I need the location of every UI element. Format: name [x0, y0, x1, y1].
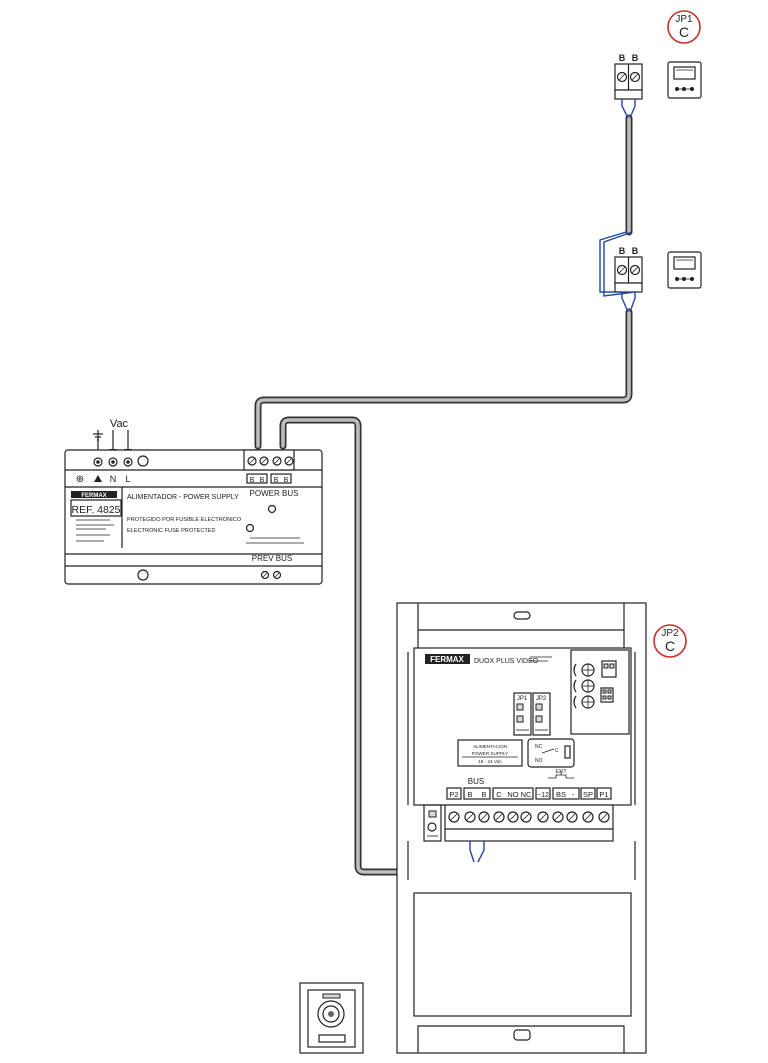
bus-terminal-label: B: [260, 477, 265, 484]
terminal-bs: BS: [556, 790, 566, 799]
terminal-p1: P1: [599, 790, 608, 799]
panel-brand: FERMAX: [430, 655, 464, 664]
jp1-value: C: [679, 24, 689, 40]
terminal-sp: SP: [583, 790, 593, 799]
terminal-l: L: [125, 474, 130, 484]
terminal-12: ~12: [537, 792, 549, 799]
terminal-screws: [448, 811, 610, 823]
fuse-icon: [94, 475, 102, 482]
bus-terminal-label: B: [284, 477, 289, 484]
terminal-labels: P2 B B C NO NC ~12 BS - SP P1: [446, 787, 612, 800]
supply-line: 18 - 24 Vdc: [478, 759, 502, 764]
monitor-terminal-block-second: B B: [599, 231, 643, 313]
bus-label: BUS: [468, 777, 484, 786]
panel-model: DUOX PLUS VIDEO: [474, 658, 539, 665]
ps-brand: FERMAX: [81, 493, 106, 499]
terminal-label: B: [619, 246, 626, 256]
jumper-label: JP1: [517, 696, 528, 702]
monitor-terminal-block-top: B B: [614, 53, 643, 119]
panel-brand-bar: [425, 654, 470, 664]
jp1-label: JP1: [675, 14, 693, 25]
ps-line2: ELECTRONIC FUSE PROTECTED: [127, 528, 216, 534]
bus-terminal-label: B: [250, 477, 255, 484]
terminal-b: B: [467, 790, 472, 799]
relay-label: C: [555, 748, 559, 754]
status-led: [245, 523, 255, 533]
ps-title: ALIMENTADOR - POWER SUPPLY: [127, 494, 239, 501]
ps-line1: PROTEGIDO POR FUSIBLE ELECTRONICO: [127, 517, 242, 523]
camera-module: [299, 982, 364, 1054]
earth-symbol: ⊕: [76, 474, 84, 485]
jp2-badge: JP2 C: [653, 624, 687, 658]
monitor-icon: [667, 251, 702, 289]
supply-line: POWER SUPPLY: [472, 751, 508, 756]
power-bus-label: POWER BUS: [250, 489, 299, 498]
monitor-icon: [667, 61, 702, 99]
bus-cable-inner: [256, 116, 631, 874]
terminal-p2: P2: [449, 790, 458, 799]
relay-label: NO: [535, 758, 543, 764]
brand-bar: [71, 491, 117, 498]
supply-line: ALIMENTACION: [473, 744, 507, 749]
terminal-c: C: [496, 790, 502, 799]
ps-ref: REF. 4825: [71, 504, 120, 516]
door-panel: FERMAX DUOX PLUS VIDEO JP1 JP2 ALIMENTAC…: [396, 602, 647, 1054]
terminal-label: B: [632, 246, 639, 256]
jumper-label: JP2: [536, 696, 547, 702]
terminal-minus: -: [572, 790, 575, 799]
terminal-no: NO: [507, 790, 518, 799]
bus-terminal-label: B: [274, 477, 279, 484]
prev-bus-label: PREV BUS: [252, 554, 292, 563]
vac-label: Vac: [110, 418, 129, 430]
jp2-label: JP2: [661, 628, 679, 639]
terminal-label: B: [632, 53, 639, 63]
relay-label: NC: [535, 744, 543, 750]
jp2-value: C: [665, 638, 675, 654]
terminal-b: B: [481, 790, 486, 799]
status-led: [267, 504, 277, 514]
terminal-nc: NC: [521, 790, 532, 799]
terminal-label: B: [619, 53, 626, 63]
power-supply: Vac ⊕ N L B B B B: [64, 418, 323, 585]
jp1-badge: JP1 C: [667, 10, 701, 44]
terminal-n: N: [110, 474, 117, 484]
